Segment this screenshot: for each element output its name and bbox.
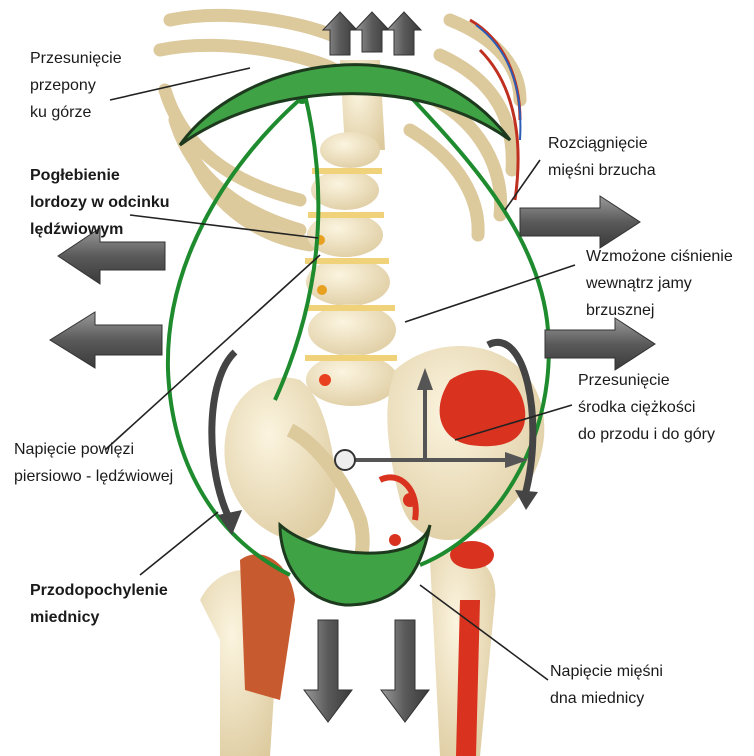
label-pelvic-floor-tension: Napięcie mięśni dna miednicy bbox=[550, 658, 663, 712]
down-arrows bbox=[304, 620, 429, 722]
rotation-arrowhead-right bbox=[515, 490, 538, 510]
label-lumbar-lordosis: Pogłebienie lordozy w odcinku lędźwiowym bbox=[30, 162, 170, 243]
label-abdominal-stretch: Rozciągnięcie mięśni brzucha bbox=[548, 130, 656, 184]
left-arrow-lower bbox=[50, 312, 162, 368]
label-intra-abdominal-pressure: Wzmożone ciśnienie wewnątrz jamy brzuszn… bbox=[586, 243, 733, 324]
right-arrow-upper bbox=[520, 196, 640, 248]
label-anterior-pelvic-tilt: Przodopochylenie miednicy bbox=[30, 577, 168, 631]
label-thoracolumbar-fascia: Napięcie powięzi piersiowo - lędźwiowej bbox=[14, 436, 173, 490]
right-arrow-lower bbox=[545, 318, 655, 370]
label-diaphragm-shift: Przesunięcie przepony ku górze bbox=[30, 45, 122, 126]
label-center-of-gravity: Przesunięcie środka ciężkości do przodu … bbox=[578, 367, 715, 448]
up-arrows bbox=[323, 12, 421, 55]
